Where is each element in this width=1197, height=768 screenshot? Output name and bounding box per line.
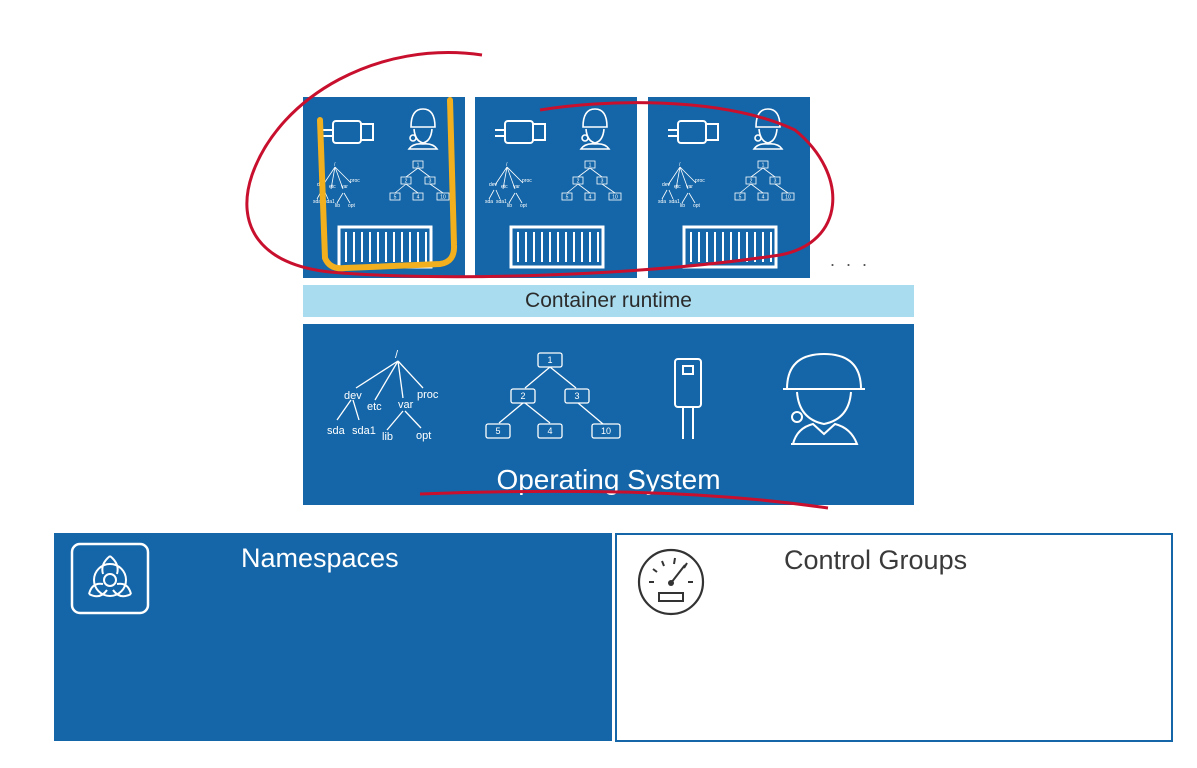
mini-proc-label: 4 <box>589 195 592 201</box>
fs-sda-label: sda <box>327 425 346 437</box>
mini-fs-label: lib <box>335 203 340 209</box>
plug-icon <box>495 120 546 144</box>
proc-3-label: 3 <box>574 391 579 401</box>
mini-proc-label: 10 <box>612 195 618 201</box>
fs-root-label: / <box>395 349 399 361</box>
mini-proc-label: 2 <box>405 179 408 185</box>
fs-var-label: var <box>398 399 414 411</box>
process-tree-icon <box>485 352 621 439</box>
operating-system-box: / dev etc var proc sda sda1 lib opt 1 <box>303 324 914 505</box>
fs-etc-label: etc <box>367 401 382 413</box>
operating-system-title: Operating System <box>496 464 721 495</box>
mini-fs-label: lib <box>680 203 685 209</box>
namespaces-panel: Namespaces <box>54 533 612 741</box>
operating-system-icons: / dev etc var proc sda sda1 lib opt 1 <box>327 349 865 445</box>
mini-fs-label: etc <box>674 184 681 190</box>
mini-fs-label: sda <box>658 199 666 205</box>
mini-fs-label: lib <box>507 203 512 209</box>
mini-fs-label: proc <box>695 178 705 184</box>
mini-proc-label: 3 <box>429 179 432 185</box>
filesystem-tree-icon <box>336 360 424 431</box>
mini-fs-label: / <box>506 162 508 168</box>
plug-icon <box>668 120 719 144</box>
fs-dev-label: dev <box>344 390 362 402</box>
network-plug-icon <box>674 358 702 439</box>
mini-proc-label: 4 <box>417 195 420 201</box>
mini-proc-label: 5 <box>566 195 569 201</box>
fs-sda1-label: sda1 <box>352 425 376 437</box>
mini-proc-label: 2 <box>750 179 753 185</box>
control-groups-panel: Control Groups <box>615 533 1173 742</box>
mini-fs-label: opt <box>693 203 701 209</box>
mini-fs-label: sda <box>313 199 321 205</box>
more-containers-ellipsis: . . . <box>830 250 871 270</box>
proc-4-label: 4 <box>547 426 552 436</box>
mini-proc-label: 10 <box>440 195 446 201</box>
mini-fs-label: sda1 <box>669 199 680 205</box>
mini-fs-label: dev <box>317 182 326 188</box>
plug-icon <box>323 120 374 144</box>
mini-fs-label: etc <box>501 184 508 190</box>
mini-fs-label: dev <box>662 182 671 188</box>
mini-fs-label: opt <box>348 203 356 209</box>
mini-proc-label: 3 <box>774 179 777 185</box>
mini-proc-label: 1 <box>762 163 765 169</box>
mini-proc-label: 4 <box>762 195 765 201</box>
proc-5-label: 5 <box>495 426 500 436</box>
fs-proc-label: proc <box>417 389 439 401</box>
namespaces-title: Namespaces <box>241 543 399 573</box>
proc-1-label: 1 <box>547 355 552 365</box>
fs-lib-label: lib <box>382 431 393 443</box>
mini-fs-label: proc <box>522 178 532 184</box>
mini-fs-label: / <box>334 162 336 168</box>
mini-fs-label: / <box>679 162 681 168</box>
control-groups-title: Control Groups <box>784 545 968 575</box>
mini-fs-label: dev <box>489 182 498 188</box>
fs-opt-label: opt <box>416 430 431 442</box>
mini-fs-label: opt <box>520 203 528 209</box>
proc-2-label: 2 <box>520 391 525 401</box>
engineer-icon <box>579 108 611 150</box>
mini-fs-label: var <box>513 184 520 190</box>
mini-proc-label: 1 <box>417 163 420 169</box>
mini-proc-label: 10 <box>785 195 791 201</box>
mini-proc-label: 1 <box>589 163 592 169</box>
mini-fs-label: var <box>341 184 348 190</box>
container-runtime-bar: Container runtime <box>303 285 914 317</box>
biohazard-icon <box>70 542 150 615</box>
engineer-icon <box>407 108 439 150</box>
container-runtime-label: Container runtime <box>525 289 692 312</box>
mini-proc-label: 3 <box>601 179 604 185</box>
engineer-icon <box>752 108 784 150</box>
proc-10-label: 10 <box>601 426 611 436</box>
engineer-user-icon <box>783 352 865 445</box>
mini-proc-label: 5 <box>739 195 742 201</box>
mini-fs-label: sda1 <box>496 199 507 205</box>
mini-fs-label: sda <box>485 199 493 205</box>
mini-proc-label: 2 <box>577 179 580 185</box>
mini-proc-label: 5 <box>394 195 397 201</box>
mini-fs-label: var <box>686 184 693 190</box>
mini-fs-label: proc <box>350 178 360 184</box>
mini-fs-label: etc <box>329 184 336 190</box>
gauge-icon <box>637 548 705 616</box>
mini-fs-label: sda1 <box>324 199 335 205</box>
